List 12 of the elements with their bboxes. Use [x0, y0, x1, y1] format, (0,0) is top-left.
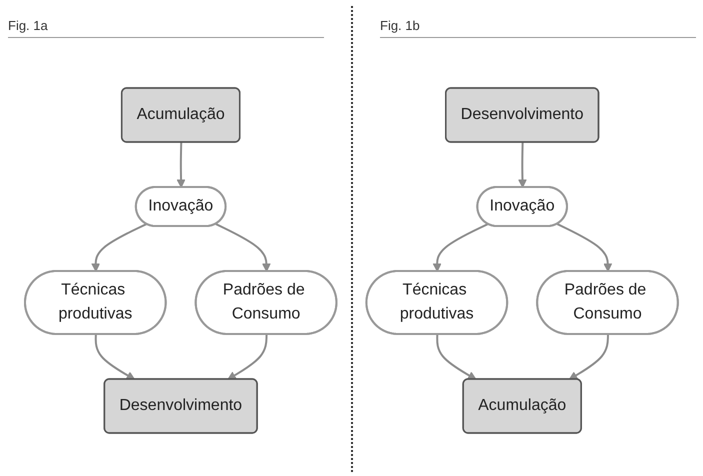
arrow	[94, 334, 136, 380]
figure-label: Fig. 1a	[8, 18, 324, 38]
arrow	[432, 222, 488, 272]
figure-label: Fig. 1b	[380, 18, 696, 38]
arrow	[568, 334, 610, 380]
arrow	[91, 222, 147, 272]
arrow	[227, 334, 268, 380]
arrow	[176, 142, 186, 188]
arrow	[216, 222, 271, 272]
arrow	[557, 222, 612, 272]
arrow	[436, 334, 477, 380]
arrow	[518, 142, 527, 188]
